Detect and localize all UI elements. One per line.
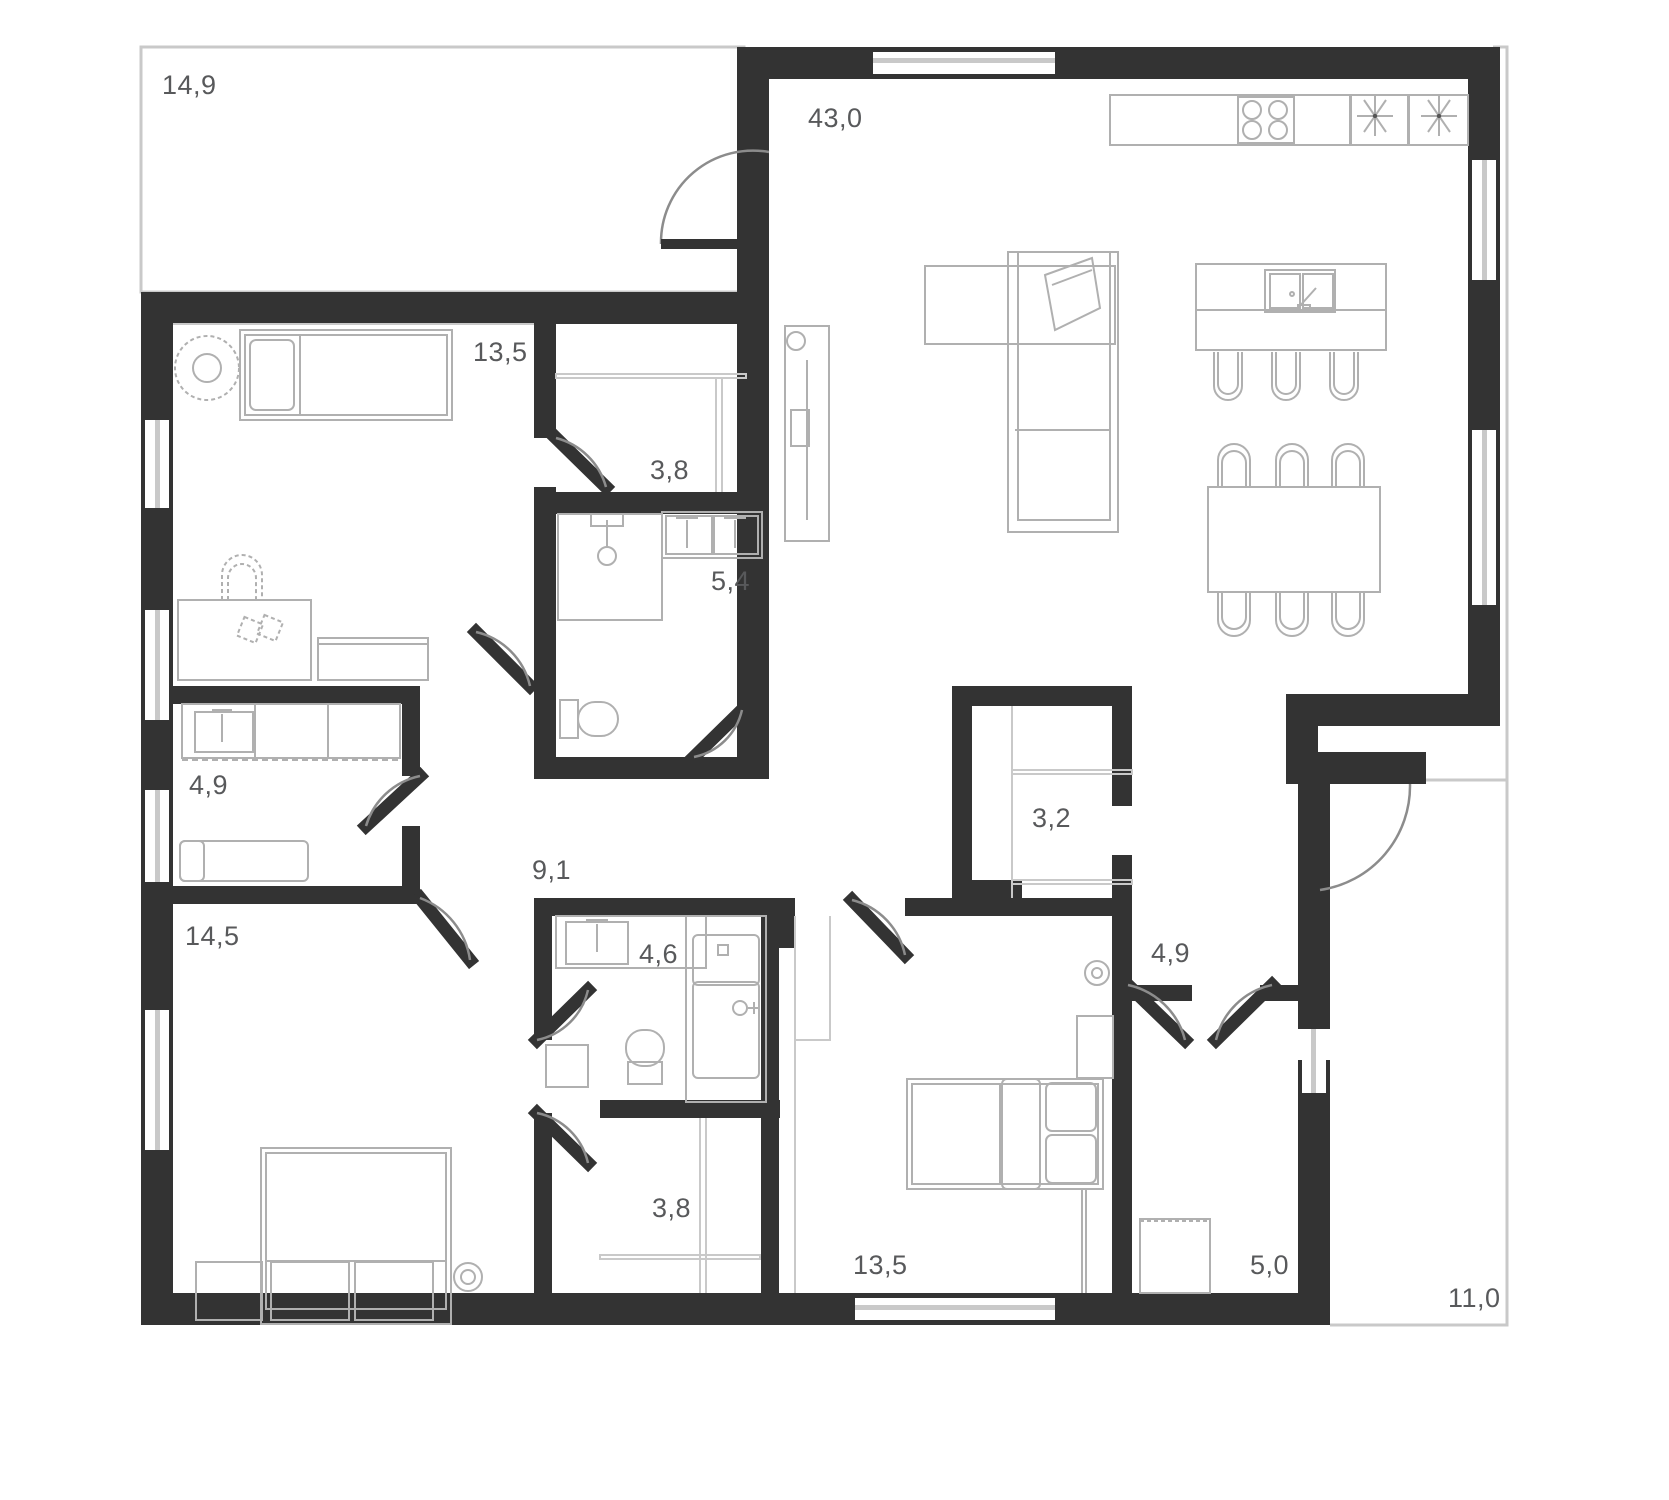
vanity-lower-bath	[555, 915, 707, 969]
wardrobe-shelving-upper	[555, 373, 747, 492]
area-label-bedroom-master: 13,5	[853, 1250, 908, 1280]
area-label-bathroom-lower: 4,6	[639, 939, 679, 969]
area-label-living-kitchen: 43,0	[808, 103, 863, 133]
nightstand-master	[1076, 1015, 1114, 1293]
area-label-hall-corridor: 9,1	[532, 855, 572, 885]
kitchen-island	[1195, 263, 1387, 351]
bar-stools	[1213, 352, 1359, 401]
floor-lamp-master	[1084, 960, 1110, 986]
area-label-bedroom-lower-left: 14,5	[185, 921, 240, 951]
dining-table	[1207, 486, 1381, 593]
area-label-bedroom-upper-left: 13,5	[473, 337, 528, 367]
area-label-terrace-right: 11,0	[1448, 1283, 1501, 1313]
bathtub-left	[179, 840, 309, 882]
area-label-terrace-top-left: 14,9	[162, 70, 217, 100]
appliance-icon-right	[1421, 96, 1457, 136]
walls	[141, 47, 1500, 1325]
armchair	[1043, 256, 1102, 332]
cabinet-lower-right	[1139, 1218, 1211, 1294]
shower	[557, 513, 663, 621]
storage-shelving	[1011, 706, 1133, 898]
area-label-wardrobe-upper: 3,8	[650, 455, 690, 485]
double-sink	[661, 511, 763, 559]
entry-storage-unit	[784, 325, 830, 542]
desk-chair	[221, 554, 285, 645]
area-label-room-lower-right: 5,0	[1250, 1250, 1290, 1280]
area-label-wardrobe-lower: 3,8	[652, 1193, 692, 1223]
appliance-icon-left	[1357, 96, 1393, 136]
sectional-sofa	[924, 251, 1119, 533]
washer-lower	[545, 1044, 589, 1088]
area-label-bathroom-upper: 5,4	[711, 566, 751, 596]
desk	[177, 599, 429, 681]
double-bed-lower-left	[195, 1147, 483, 1325]
bathtub-lower	[685, 915, 767, 1103]
kitchen-counter	[1109, 94, 1469, 146]
round-table	[174, 335, 240, 401]
area-label-bathroom-left: 4,9	[189, 770, 229, 800]
area-label-storage-center: 3,2	[1032, 803, 1072, 833]
door-swings	[364, 149, 1412, 1164]
dining-chairs	[1217, 443, 1365, 637]
interior-outlines	[173, 323, 831, 1293]
toilet-lower	[625, 1029, 665, 1085]
toilet	[559, 699, 619, 739]
island-sink	[1264, 269, 1336, 313]
cooktop-icon	[1237, 96, 1295, 144]
area-label-entry-right: 4,9	[1151, 938, 1191, 968]
wardrobe-shelving-lower	[599, 1118, 761, 1293]
vanity-left-bath	[181, 703, 401, 761]
single-bed	[239, 329, 453, 421]
double-bed-master	[906, 1078, 1104, 1190]
